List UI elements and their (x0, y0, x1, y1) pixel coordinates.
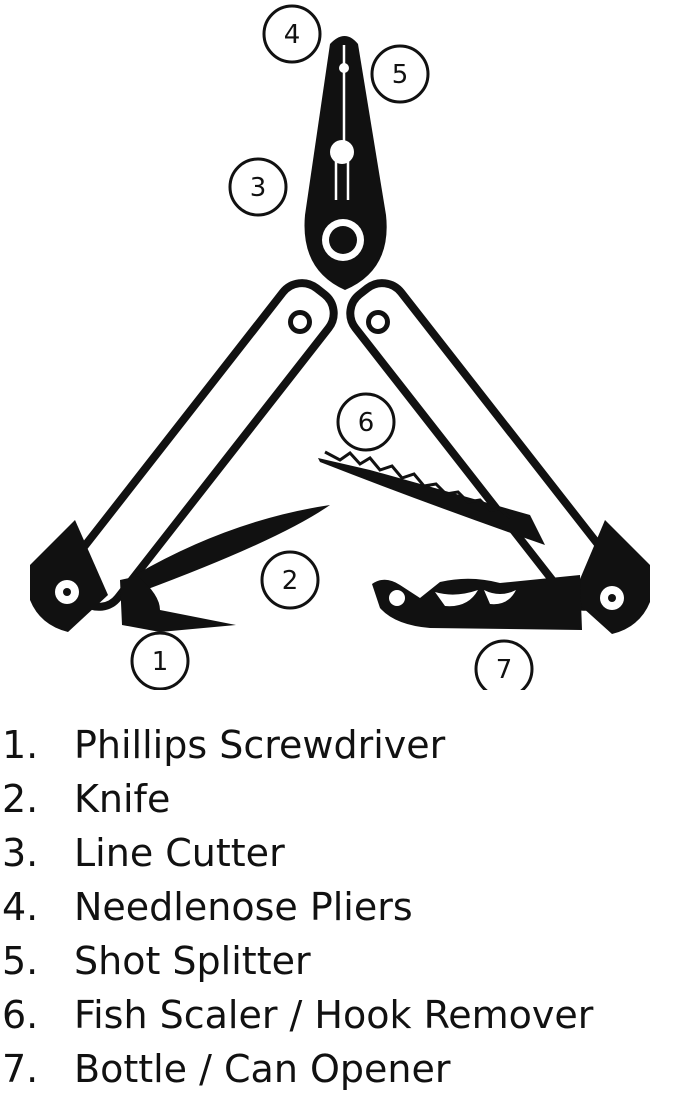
legend-number: 3. (2, 831, 39, 875)
callout: 3 (228, 157, 288, 217)
svg-text:7: 7 (496, 655, 513, 685)
callout: 2 (260, 550, 320, 610)
svg-text:1: 1 (152, 647, 169, 677)
legend-label: Line Cutter (74, 831, 285, 875)
legend-number: 1. (2, 723, 39, 767)
legend-number: 5. (2, 939, 39, 983)
legend-label: Fish Scaler / Hook Remover (74, 993, 594, 1037)
legend-label: Knife (74, 777, 171, 821)
legend-label: Phillips Screwdriver (74, 723, 446, 767)
legend-item: 6. Fish Scaler / Hook Remover (0, 988, 679, 1042)
needlenose-pliers (304, 36, 387, 290)
callout: 4 (262, 4, 322, 64)
svg-text:5: 5 (392, 60, 409, 90)
legend-label: Bottle / Can Opener (74, 1047, 451, 1091)
legend-number: 4. (2, 885, 39, 929)
fish-scaler (318, 450, 545, 545)
multitool-diagram: 4 5 3 6 2 1 7 (30, 4, 650, 690)
callout: 6 (336, 392, 396, 452)
legend-item: 3. Line Cutter (0, 826, 679, 880)
right-handle (346, 279, 650, 634)
legend-item: 7. Bottle / Can Opener (0, 1042, 679, 1096)
callout: 5 (370, 44, 430, 104)
legend-item: 1. Phillips Screwdriver (0, 718, 679, 772)
legend-label: Needlenose Pliers (74, 885, 413, 929)
legend-item: 4. Needlenose Pliers (0, 880, 679, 934)
shot-splitter-notch (339, 63, 349, 73)
legend-label: Shot Splitter (74, 939, 311, 983)
svg-text:2: 2 (282, 566, 299, 596)
svg-text:4: 4 (284, 20, 301, 50)
bottle-opener (372, 575, 582, 630)
svg-text:3: 3 (250, 173, 267, 203)
left-handle (30, 279, 338, 632)
parts-legend: 1. Phillips Screwdriver 2. Knife 3. Line Cu… (0, 718, 679, 1096)
phillips-screwdriver (120, 576, 236, 632)
knife-blade (135, 505, 330, 592)
svg-text:6: 6 (358, 408, 375, 438)
legend-item: 5. Shot Splitter (0, 934, 679, 988)
legend-number: 7. (2, 1047, 39, 1091)
callout: 1 (130, 631, 190, 690)
callout: 7 (474, 639, 534, 690)
legend-number: 6. (2, 993, 39, 1037)
legend-item: 2. Knife (0, 772, 679, 826)
legend-number: 2. (2, 777, 39, 821)
